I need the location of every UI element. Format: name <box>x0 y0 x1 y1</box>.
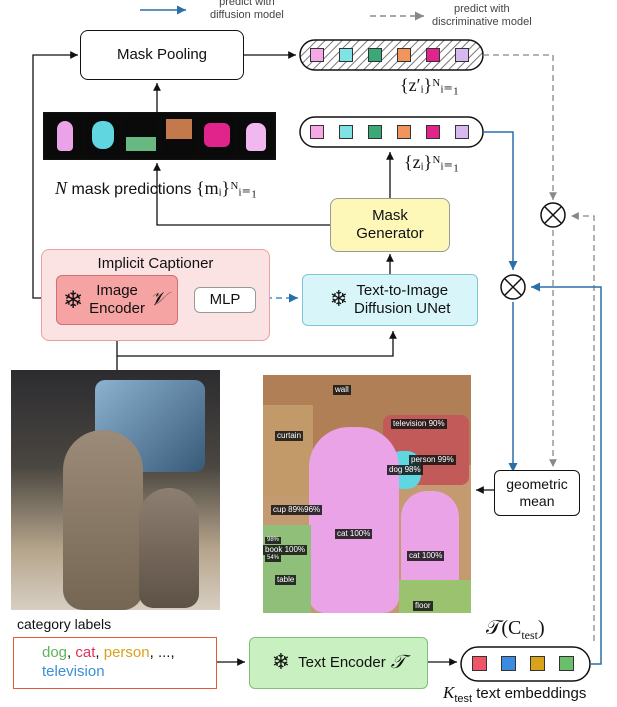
seg-label-cat-large: cat 100% <box>335 529 373 539</box>
mask-predictions-set: {mᵢ}ᴺᵢ₌₁ <box>195 178 258 198</box>
category-labels-box: dog, cat, person, ..., television <box>13 637 217 689</box>
seg-label-cat-small: cat 100% <box>407 551 445 561</box>
mlp-box: MLP <box>194 287 256 313</box>
formula-tc: 𝒯(C <box>486 617 522 639</box>
category-label-item: dog <box>42 644 68 661</box>
seg-label-television: television 90% <box>391 419 447 429</box>
seg-label-floor: floor <box>413 601 433 611</box>
k-test-caption: Ktest text embeddings <box>443 683 586 705</box>
seg-label-table: table <box>275 575 297 585</box>
k-sub: test <box>454 693 473 705</box>
otimes-discriminative-icon <box>540 202 566 228</box>
legend-diffusion-label: predict with diffusion model <box>210 0 284 21</box>
zprime-token-4 <box>397 48 411 62</box>
seg-label-book-1: 98% <box>265 537 282 544</box>
input-image-cat-large <box>63 430 143 610</box>
mask-predictions-text: mask predictions <box>71 181 192 198</box>
text-token-1 <box>472 656 487 671</box>
snowflake-icon: ❄ <box>63 286 84 314</box>
text-token-3 <box>530 656 545 671</box>
input-image-cat-small <box>139 488 199 608</box>
z-set-label: {zᵢ}ᴺᵢ₌₁ <box>404 152 460 172</box>
diffusion-unet-label: Text-to-Image Diffusion UNet <box>354 282 451 317</box>
category-labels-title: category labels <box>17 616 112 632</box>
z-token-1 <box>310 125 324 139</box>
mask-thumbnail-dog <box>86 117 120 155</box>
z-token-2 <box>339 125 353 139</box>
z-token-5 <box>426 125 440 139</box>
image-encoder-label: Image Encoder <box>89 282 145 317</box>
seg-label-book-3: 54% <box>265 555 282 562</box>
zprime-set-label: {z′ᵢ}ᴺᵢ₌₁ <box>400 75 460 95</box>
mask-thumbnail-tv <box>200 117 234 155</box>
mlp-label: MLP <box>209 291 241 308</box>
category-label-separator: , <box>149 644 158 661</box>
encoder-symbol: 𝒱 <box>149 289 166 310</box>
category-label-separator: , <box>170 644 175 661</box>
diffusion-unet-box: ❄ Text-to-Image Diffusion UNet <box>302 274 478 326</box>
seg-floor-region <box>399 580 471 613</box>
implicit-captioner-title: Implicit Captioner <box>97 255 214 272</box>
text-encoder-symbol: 𝒯 <box>390 652 406 673</box>
legend-discriminative-label: predict with discriminative model <box>432 3 532 28</box>
mask-thumbnail-person <box>162 117 196 155</box>
category-label-separator: , <box>95 644 104 661</box>
formula-test-sub: test <box>521 628 538 642</box>
zprime-token-6 <box>455 48 469 62</box>
seg-label-curtain: curtain <box>275 431 304 441</box>
z-token-3 <box>368 125 382 139</box>
image-encoder-box: ❄ Image Encoder 𝒱 <box>56 275 178 325</box>
snowflake-icon: ❄ <box>271 650 291 675</box>
z-token-4 <box>397 125 411 139</box>
seg-label-wall: wall <box>333 385 351 395</box>
mask-pooling-label: Mask Pooling <box>116 46 208 63</box>
input-image <box>11 370 220 610</box>
seg-label-book-2: book 100% <box>263 545 308 555</box>
category-label-item: person <box>103 644 150 661</box>
category-label-separator: , <box>67 644 76 661</box>
seg-curtain-region <box>263 405 313 495</box>
zprime-token-2 <box>339 48 353 62</box>
seg-label-dog: dog 98% <box>387 465 423 475</box>
seg-label-cup: cup 89%96% <box>271 505 323 515</box>
mask-generator-label: Mask Generator <box>356 207 424 242</box>
otimes-diffusion-icon <box>500 274 526 300</box>
zprime-token-3 <box>368 48 382 62</box>
mask-thumbnail-strip <box>43 112 276 160</box>
snowflake-icon: ❄ <box>329 287 348 312</box>
category-label-item: ... <box>157 644 171 661</box>
text-embedding-formula: 𝒯(Ctest) <box>486 617 545 643</box>
category-label-item: cat <box>75 644 96 661</box>
text-token-2 <box>501 656 516 671</box>
seg-cat-large-region <box>309 427 399 613</box>
text-encoder-box: ❄ Text Encoder 𝒯 <box>249 637 428 689</box>
category-label-item: television <box>42 663 105 680</box>
geometric-mean-label: geometric mean <box>506 476 568 509</box>
mask-pooling-box: Mask Pooling <box>80 30 244 80</box>
mask-predictions-caption: N mask predictions {mᵢ}ᴺᵢ₌₁ <box>55 178 257 199</box>
z-token-6 <box>455 125 469 139</box>
mask-thumbnail-cup <box>124 117 158 155</box>
k-symbol: K <box>443 683 455 702</box>
category-label-list: dog, cat, person, ..., television <box>42 644 175 680</box>
geometric-mean-box: geometric mean <box>494 470 580 516</box>
seg-label-person: person 99% <box>409 455 456 465</box>
zprime-token-1 <box>310 48 324 62</box>
n-symbol: N <box>55 178 68 198</box>
segmentation-output: wall curtain television 90% person 99% d… <box>263 375 471 613</box>
mask-generator-box: Mask Generator <box>330 198 450 252</box>
zprime-token-5 <box>426 48 440 62</box>
text-encoder-label: Text Encoder <box>298 654 386 671</box>
text-token-4 <box>559 656 574 671</box>
k-suffix: text embeddings <box>476 685 587 702</box>
formula-close: ) <box>538 617 545 639</box>
mask-thumbnail-cat <box>48 117 82 155</box>
mask-thumbnail-cat2 <box>238 117 272 155</box>
